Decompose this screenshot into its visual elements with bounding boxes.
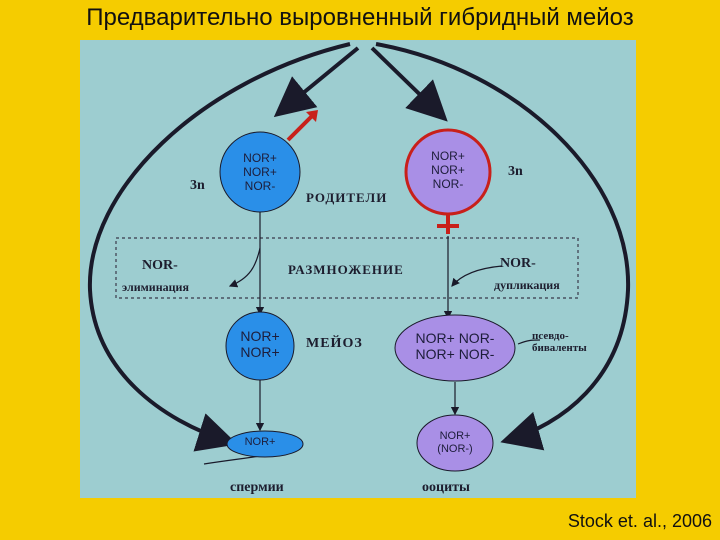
sperm-cell-text: NOR+ (244, 436, 276, 448)
duplication-label: дупликация (494, 278, 560, 292)
male-parent-cell (219, 131, 301, 213)
elimination-label: элиминация (122, 280, 189, 294)
citation: Stock et. al., 2006 (567, 511, 712, 531)
reproduction-label: РАЗМНОЖЕНИЕ (288, 262, 404, 277)
oocyte-cell (416, 414, 494, 472)
meiosis-left-cell (225, 311, 295, 381)
cycle-arrow-left (87, 42, 351, 452)
slide-title: Предварительно выровненный гибридный мей… (86, 4, 634, 31)
arrow-to-female (370, 46, 448, 122)
oocyte-cell-text: NOR+ (NOR-) (437, 430, 473, 455)
ploidy-right: 3n (508, 164, 523, 179)
cycle-arrow-right (375, 42, 631, 451)
elimination-arrow (228, 247, 261, 288)
nor-minus-right: NOR- (500, 256, 536, 271)
meiosis-label: МЕЙОЗ (306, 336, 363, 351)
sperm-cell (226, 430, 304, 458)
meiosis-left-text: NOR+ NOR+ (240, 328, 280, 361)
bivalent-pointer (517, 339, 541, 345)
reproduction-box (115, 237, 579, 299)
oocyte-label: ооциты (422, 480, 470, 495)
female-parent-text: NOR+ NOR+ NOR- (431, 149, 465, 191)
male-parent-text: NOR+ NOR+ NOR- (243, 151, 277, 193)
ploidy-left: 3n (190, 178, 205, 193)
meiosis-right-cell (394, 314, 516, 382)
male-symbol-icon (286, 112, 316, 142)
sperm-tail (203, 455, 261, 465)
pseudo-bivalents-label: псевдо- биваленты (532, 330, 587, 355)
parents-label: РОДИТЕЛИ (306, 190, 388, 205)
duplication-arrow (451, 265, 503, 287)
arrow-to-male (273, 46, 360, 118)
diagram-photo: NOR+ NOR+ NOR- NOR+ NOR+ NOR- NOR+ NOR+ … (80, 40, 636, 498)
female-parent-cell (404, 128, 492, 216)
nor-minus-left: NOR- (142, 258, 178, 273)
meiosis-right-text: NOR+ NOR- NOR+ NOR- (415, 330, 495, 363)
diagram-lines (87, 42, 631, 472)
sperm-label: спермии (230, 480, 284, 495)
